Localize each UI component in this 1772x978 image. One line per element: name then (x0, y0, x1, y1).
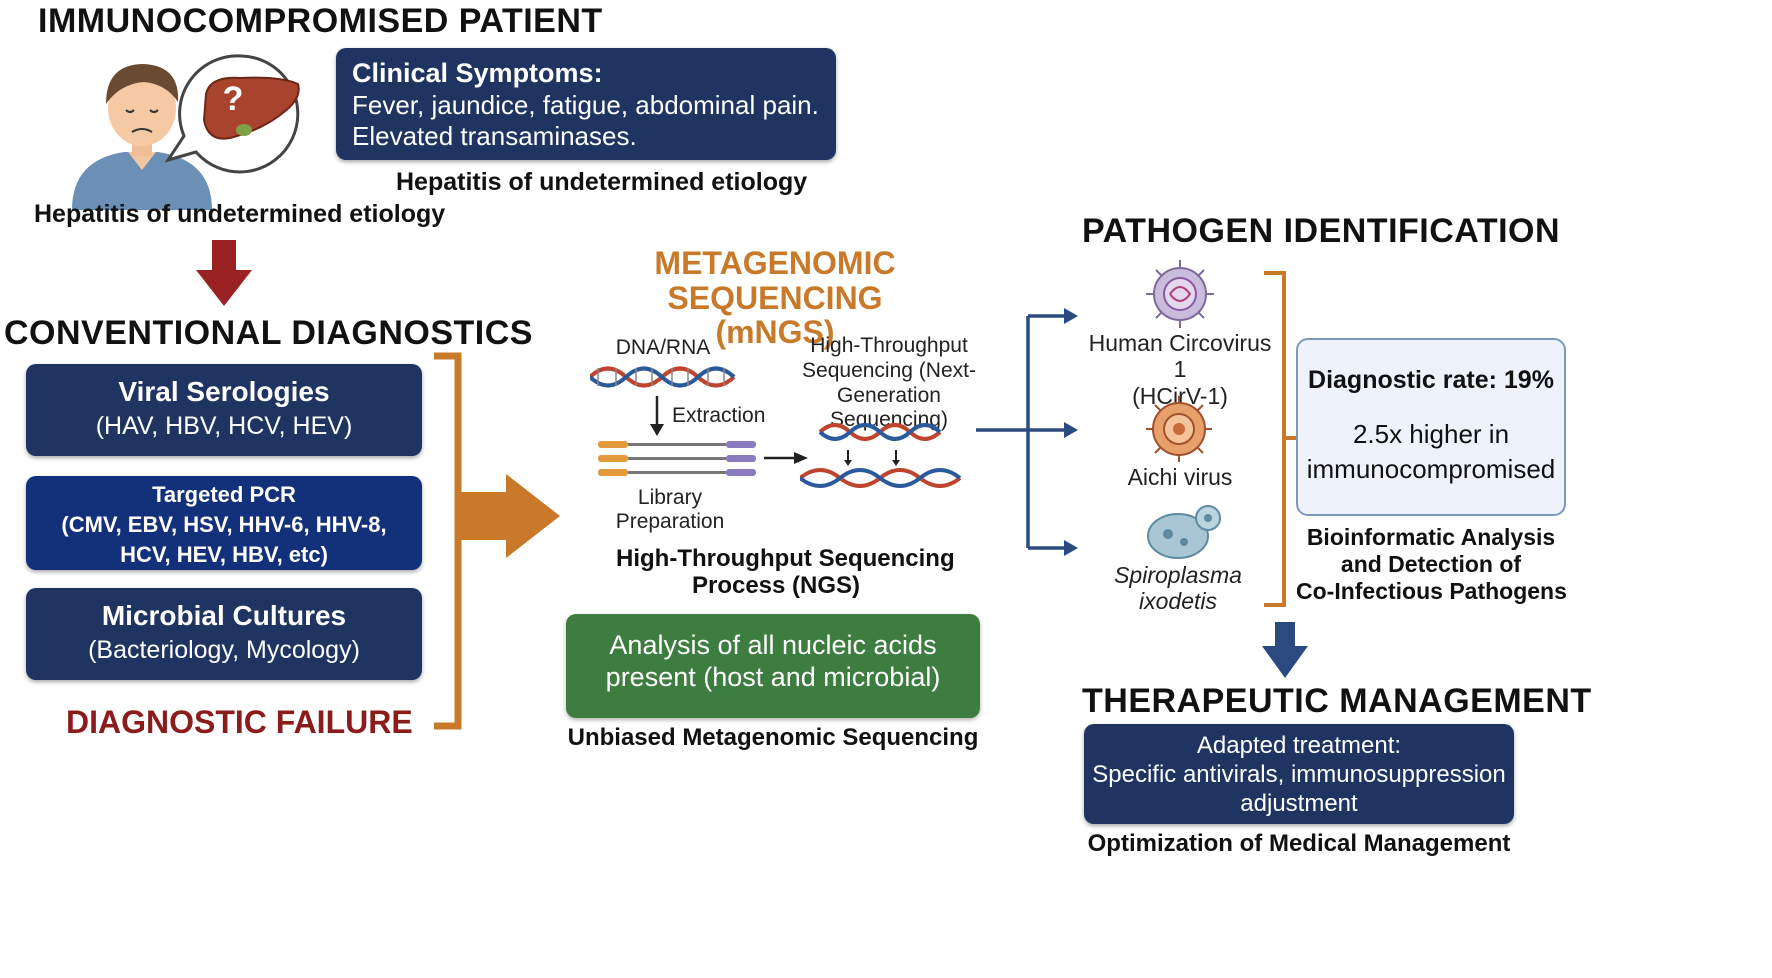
library-label: Library Preparation (600, 486, 740, 534)
patient-title: IMMUNOCOMPROMISED PATIENT (38, 2, 603, 40)
symptoms-line-2: Elevated transaminases. (352, 121, 637, 151)
viral-serologies-detail: (HAV, HBV, HCV, HEV) (95, 412, 353, 440)
mngs-title-line-1: METAGENOMIC SEQUENCING (654, 245, 896, 316)
pathogen-title: PATHOGEN IDENTIFICATION (1082, 212, 1561, 250)
circovirus-label: Human Circovirus 1 (HCirV-1) (1080, 330, 1280, 409)
circovirus-icon (1146, 260, 1214, 328)
diagnostic-rate-box: Diagnostic rate: 19% 2.5x higher in immu… (1296, 338, 1566, 516)
aichi-virus-icon (1146, 396, 1212, 462)
therapy-caption: Optimization of Medical Management (1087, 830, 1511, 857)
process-caption: High-Throughput Sequencing Process (NGS) (616, 545, 955, 600)
extraction-arrow-icon (650, 396, 664, 436)
library-label-line-1: Library (637, 486, 703, 509)
mngs-title-line-2: (mNGS) (715, 314, 835, 351)
symptoms-heading: Clinical Symptoms: (352, 58, 603, 88)
patient-caption: Hepatitis of undetermined etiology (34, 200, 446, 228)
symptoms-box: Clinical Symptoms: Fever, jaundice, fati… (336, 48, 836, 160)
therapy-down-arrow-icon (1262, 622, 1308, 678)
liver-question-mark: ? (222, 80, 244, 118)
bioinformatic-caption-line-2: and Detection of (1340, 551, 1522, 578)
microbial-cultures-detail: (Bacteriology, Mycology) (88, 636, 360, 664)
liver-icon (202, 76, 300, 140)
aichi-virus-label: Aichi virus (1127, 464, 1233, 490)
bioinformatic-caption-line-1: Bioinformatic Analysis (1306, 524, 1556, 550)
library-tubes-icon (598, 441, 756, 476)
spiroplasma-icon (1147, 505, 1221, 559)
down-arrow-icon (196, 240, 252, 306)
hts-label-line-2: Sequencing (Next- (802, 358, 976, 382)
bracket-icon (434, 352, 560, 730)
process-caption-line-1: High-Throughput Sequencing (616, 545, 955, 572)
extraction-label: Extraction (672, 404, 766, 427)
hts-label-line-1: High-Throughput (810, 334, 968, 357)
mngs-title: METAGENOMIC SEQUENCING (mNGS) (560, 246, 990, 350)
diagnostic-rate-line-2: 2.5x higher in (1352, 419, 1510, 449)
viral-serologies-box: Viral Serologies (HAV, HBV, HCV, HEV) (26, 364, 422, 456)
targeted-pcr-detail-2: HCV, HEV, HBV, etc) (120, 542, 328, 567)
symptoms-line-1: Fever, jaundice, fatigue, abdominal pain… (352, 90, 819, 120)
conventional-title: CONVENTIONAL DIAGNOSTICS (4, 314, 533, 352)
diagnostic-rate-line-1: Diagnostic rate: 19% (1308, 366, 1554, 394)
dna-rna-label: DNA/RNA (615, 336, 711, 359)
process-caption-line-2: Process (NGS) (691, 571, 861, 599)
sequencing-dna-icon (800, 423, 962, 488)
spiroplasma-label-line-2: ixodetis (1139, 588, 1217, 615)
diagnostic-rate-line-3: immunocompromised (1306, 454, 1556, 484)
viral-serologies-heading: Viral Serologies (118, 376, 330, 407)
branch-arrows-icon (976, 308, 1078, 556)
therapy-title: THERAPEUTIC MANAGEMENT (1082, 682, 1592, 720)
targeted-pcr-heading: Targeted PCR (152, 482, 296, 507)
targeted-pcr-box: Targeted PCR (CMV, EBV, HSV, HHV-6, HHV-… (26, 476, 422, 570)
microbial-cultures-heading: Microbial Cultures (101, 600, 347, 631)
circovirus-label-line-1: Human Circovirus 1 (1088, 330, 1272, 383)
microbial-cultures-box: Microbial Cultures (Bacteriology, Mycolo… (26, 588, 422, 680)
spiroplasma-label: Spiroplasma ixodetis (1098, 562, 1258, 615)
analysis-box: Analysis of all nucleic acids present (h… (566, 614, 980, 718)
unbiased-caption: Unbiased Metagenomic Sequencing (567, 724, 979, 751)
therapy-line-2: Specific antivirals, immunosuppression (1092, 760, 1506, 788)
therapy-line-1: Adapted treatment: (1196, 732, 1402, 759)
library-label-line-2: Preparation (615, 510, 725, 534)
bioinformatic-caption: Bioinformatic Analysis and Detection of … (1296, 524, 1567, 605)
symptoms-caption: Hepatitis of undetermined etiology (396, 168, 808, 196)
diagnostic-failure-label: DIAGNOSTIC FAILURE (66, 704, 413, 740)
therapy-box: Adapted treatment: Specific antivirals, … (1084, 724, 1514, 824)
analysis-line-2: present (host and microbial) (605, 661, 941, 692)
therapy-line-3: adjustment (1240, 789, 1358, 817)
analysis-line-1: Analysis of all nucleic acids (609, 630, 937, 660)
spiroplasma-label-line-1: Spiroplasma (1114, 562, 1242, 588)
sequencing-arrow-icon (764, 452, 808, 464)
bioinformatic-caption-line-3: Co-Infectious Pathogens (1296, 578, 1567, 605)
dna-helix-icon (590, 366, 736, 388)
targeted-pcr-detail-1: (CMV, EBV, HSV, HHV-6, HHV-8, (61, 512, 387, 537)
